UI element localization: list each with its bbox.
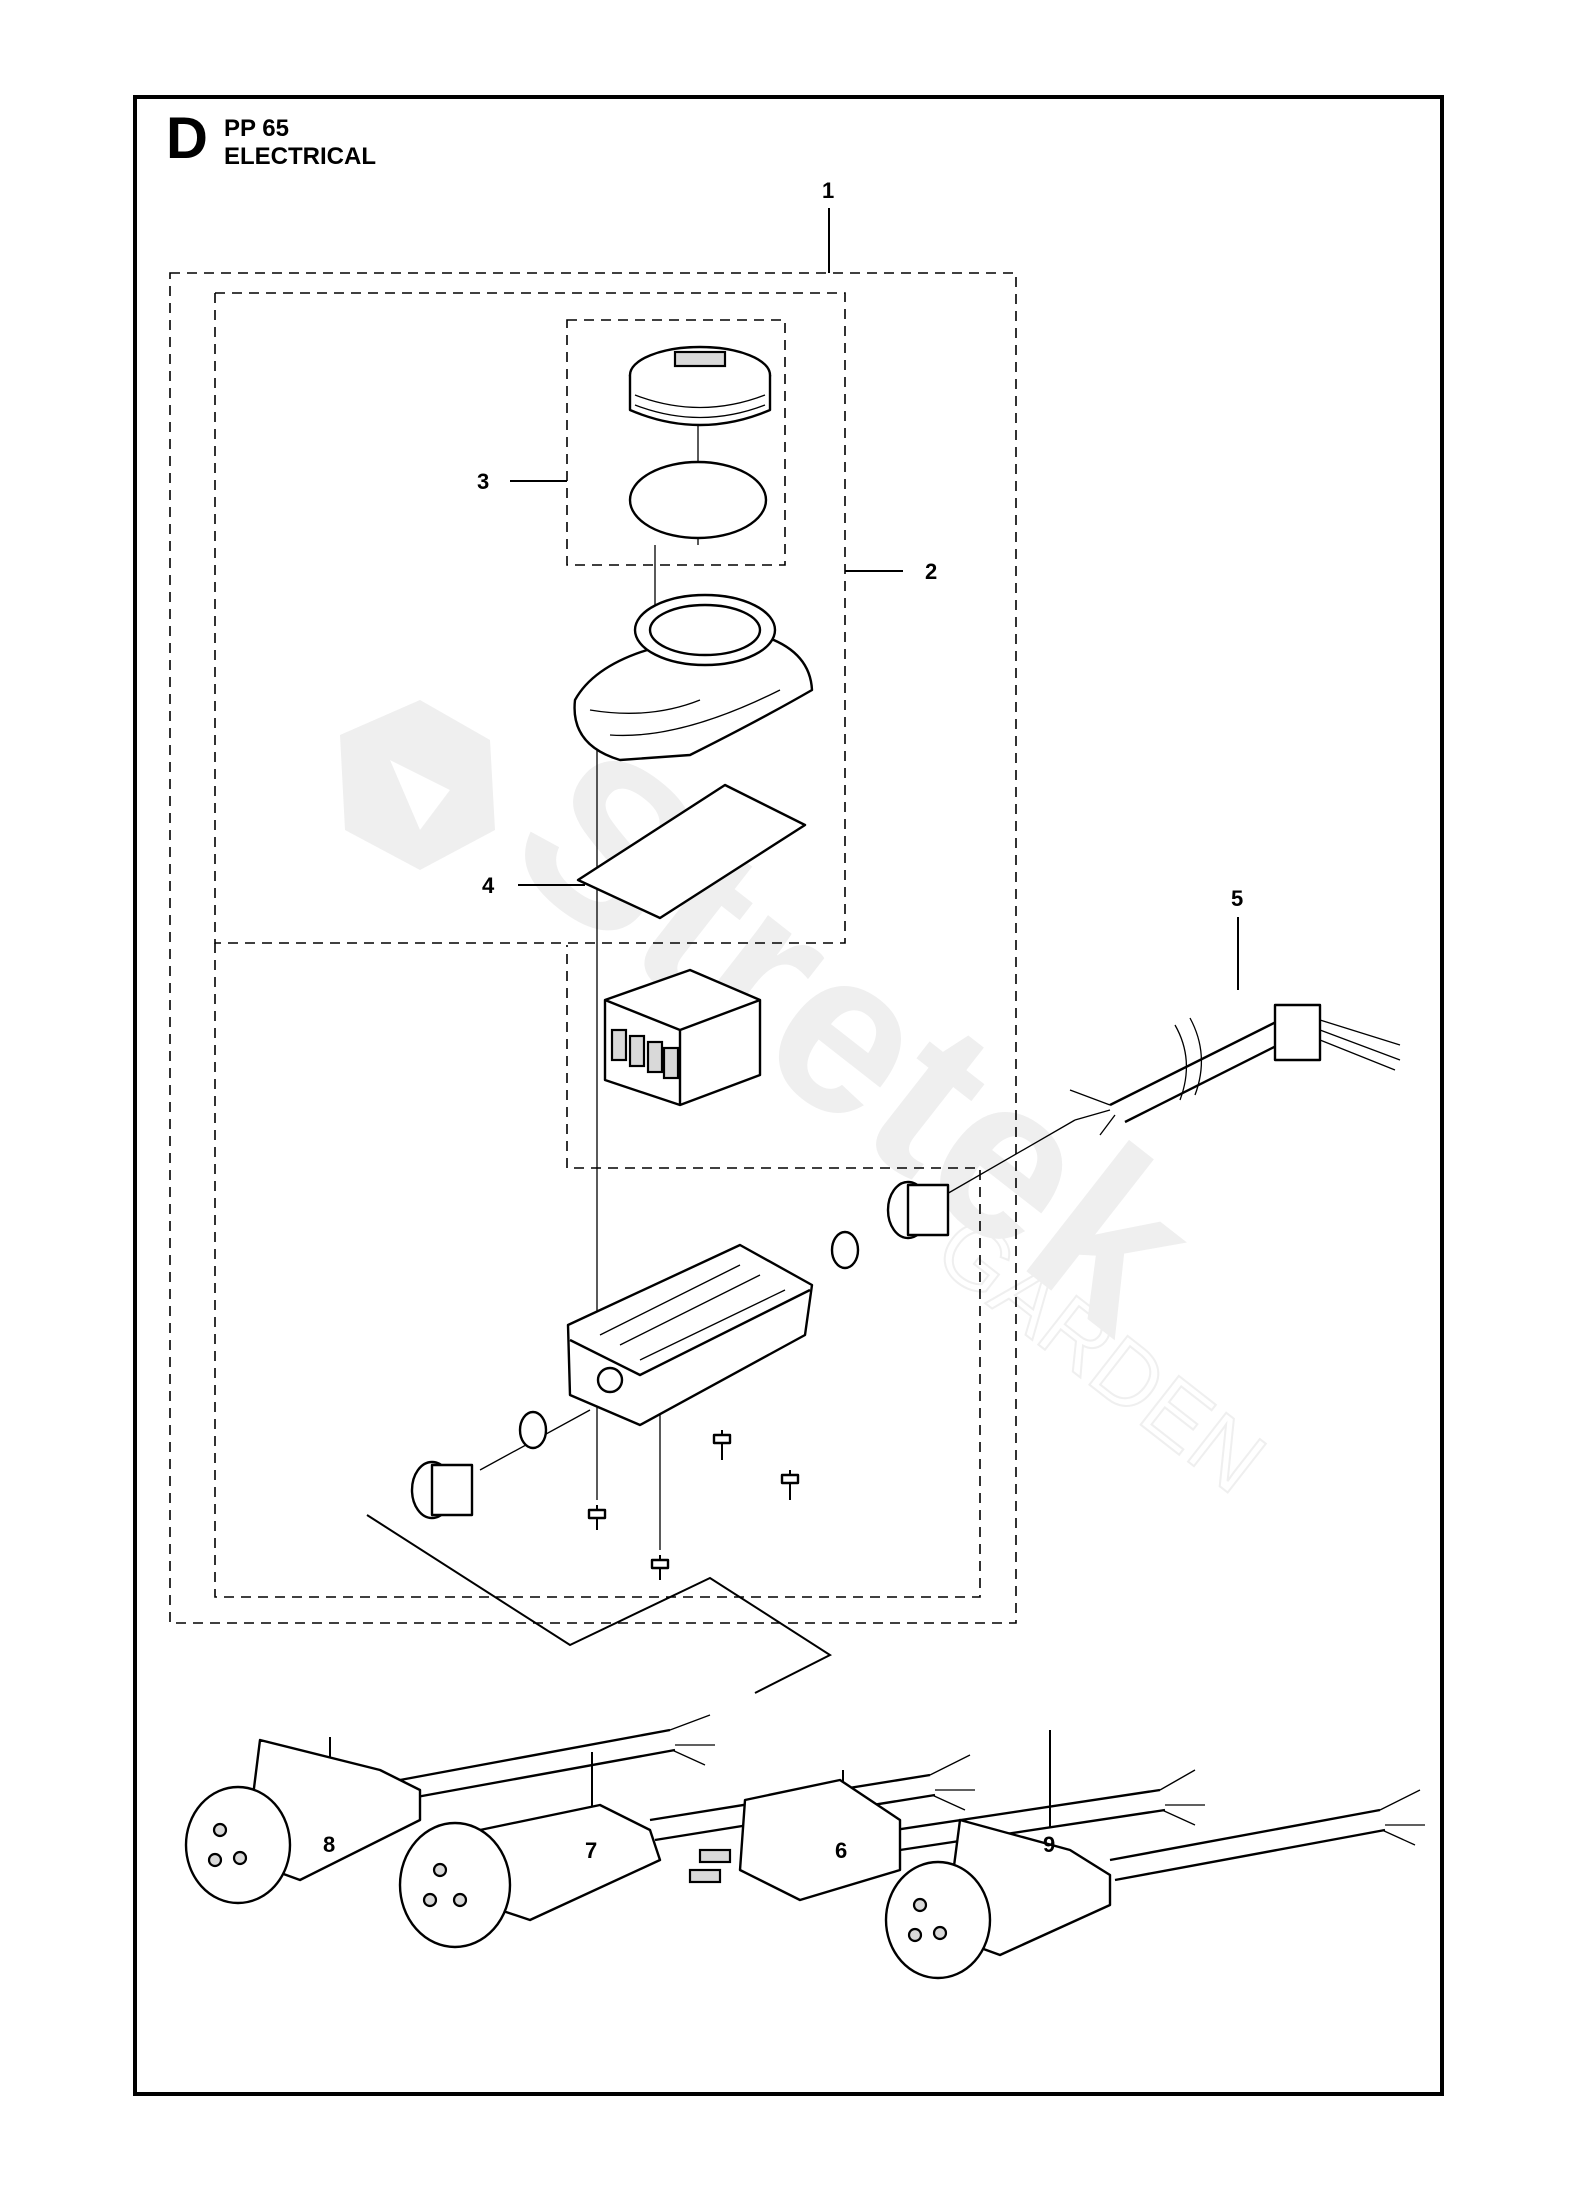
page-title: ELECTRICAL [224,143,376,170]
cable-gland-icon [410,1180,950,1520]
model-name: PP 65 [224,115,289,142]
cable-5-icon [1069,1003,1401,1136]
callout-1: 1 [822,178,834,203]
o-ring-gland-2-icon [518,1410,548,1450]
plug-cap-icon [628,345,772,427]
callout-6: 6 [835,1838,847,1863]
stretek-logo-icon [340,700,495,870]
stretek-watermark: Stretek GARDEN [340,696,1284,1514]
plug-icon [184,1714,1425,1980]
callout-4: 4 [482,873,495,898]
o-ring-gland-icon [830,1230,860,1270]
callout-9: 9 [1043,1832,1055,1857]
callout-8: 8 [323,1832,335,1857]
screw-icon [587,1430,800,1580]
gasket-icon [576,783,807,920]
assembly-box-2-lower [214,943,981,1598]
cover-icon [573,593,814,762]
terminal-block-icon [603,968,762,1107]
callout-3: 3 [477,469,489,494]
section-letter: D [166,106,208,171]
assembly-box-1 [169,272,1017,1624]
callout-7: 7 [585,1838,597,1863]
watermark-brand: Stretek [470,696,1244,1379]
page-frame [133,95,1444,2096]
o-ring-icon [628,460,768,540]
callout-2: 2 [925,559,937,584]
assembly-box-3 [566,319,786,566]
assembly-box-2 [214,292,846,944]
callout-5: 5 [1231,886,1243,911]
housing-icon [566,1243,814,1427]
